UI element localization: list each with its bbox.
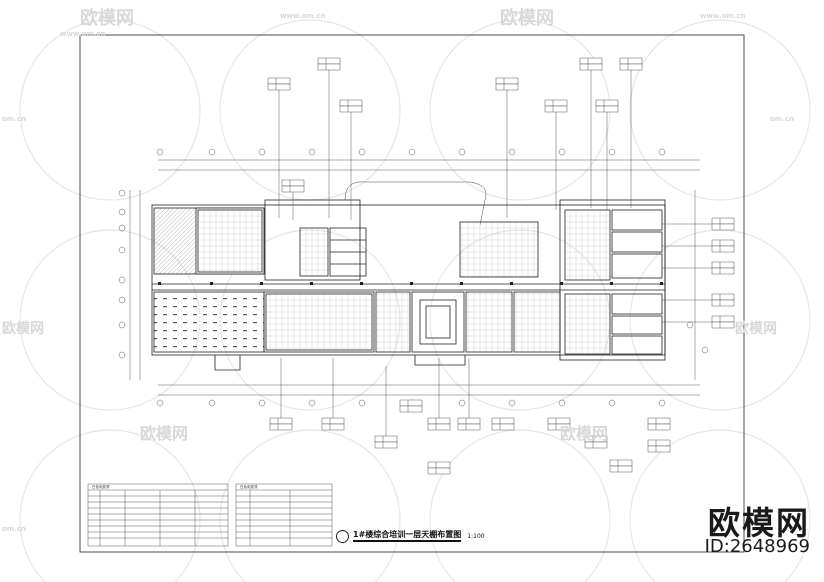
legend-header-right: 白色乳胶漆 [240, 485, 258, 489]
legend-header-left: 白色乳胶漆 [92, 485, 110, 489]
title-symbol-icon [336, 529, 349, 543]
axis-grid-left [118, 189, 141, 380]
watermark-site: om.cn [770, 115, 794, 123]
ceiling-callouts-top [267, 57, 643, 220]
drawing-title: 1#楼综合培训一层天棚布置图 [353, 530, 462, 542]
drawing-scale: 1:100 [467, 532, 485, 540]
canopy-curve [344, 181, 487, 226]
corner-brand-logo: 欧模网 [707, 504, 810, 542]
watermark-site: om.cn [2, 525, 26, 533]
watermark-circles [19, 19, 811, 582]
legend-tables [87, 483, 333, 547]
watermark-brand: 欧模网 [140, 424, 189, 443]
watermark-site: www.om.cn [700, 12, 746, 20]
drawing-title-block: 1#楼综合培训一层天棚布置图 1:100 [336, 528, 485, 544]
axis-grid-top [156, 148, 700, 171]
watermark-site: om.cn [2, 115, 26, 123]
axis-grid-right [686, 190, 709, 380]
watermark-site: www.om.cn [60, 30, 106, 38]
watermark-site: www.om.cn [280, 12, 326, 20]
watermark-brand: 欧模网 [735, 321, 777, 337]
ceiling-callouts-bottom [269, 358, 671, 475]
watermark-brand: 欧模网 [560, 424, 609, 443]
drawing-frame [79, 34, 745, 553]
axis-grid-bottom [156, 384, 700, 407]
watermark-brand: 欧模网 [80, 8, 134, 29]
watermark-brand: 欧模网 [500, 8, 554, 29]
watermark-brand: 欧模网 [2, 321, 44, 337]
building-plan [151, 199, 666, 371]
corner-asset-id: ID:2648969 [704, 536, 810, 557]
ceiling-callouts-right [662, 217, 735, 329]
